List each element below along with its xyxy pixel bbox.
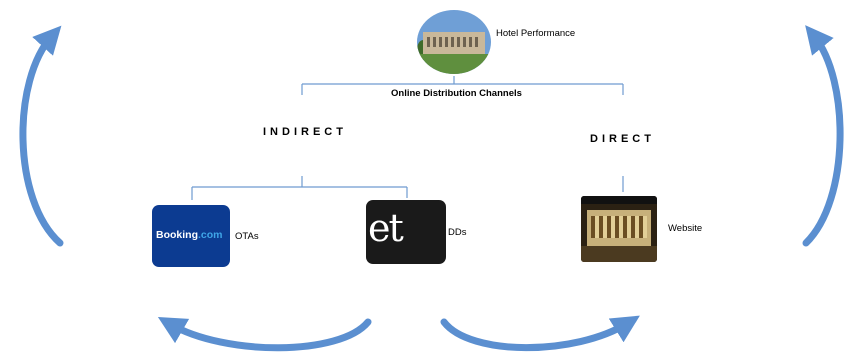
right-cycle-arrow-icon <box>802 25 844 247</box>
left-cycle-arrow-icon <box>19 25 64 247</box>
dds-label: DDs <box>448 227 467 238</box>
hotel-photo-icon <box>417 10 491 74</box>
indirect-label: INDIRECT <box>263 126 347 138</box>
online-distribution-channels-label: Online Distribution Channels <box>391 88 522 99</box>
bottom-right-cycle-arrow-icon <box>440 315 640 352</box>
booking-logo-icon: Booking.com <box>152 205 230 267</box>
hotel-performance-label: Hotel Performance <box>496 28 576 39</box>
direct-label: DIRECT <box>590 133 655 145</box>
website-photo-icon <box>581 196 657 262</box>
cycle-arrows <box>19 25 844 352</box>
website-label: Website <box>668 223 703 234</box>
etesc-logo-icon: et esc <box>366 200 446 264</box>
connector-lines <box>191 76 624 200</box>
otas-label: OTAs <box>235 231 259 242</box>
bottom-left-cycle-arrow-icon <box>157 316 372 352</box>
